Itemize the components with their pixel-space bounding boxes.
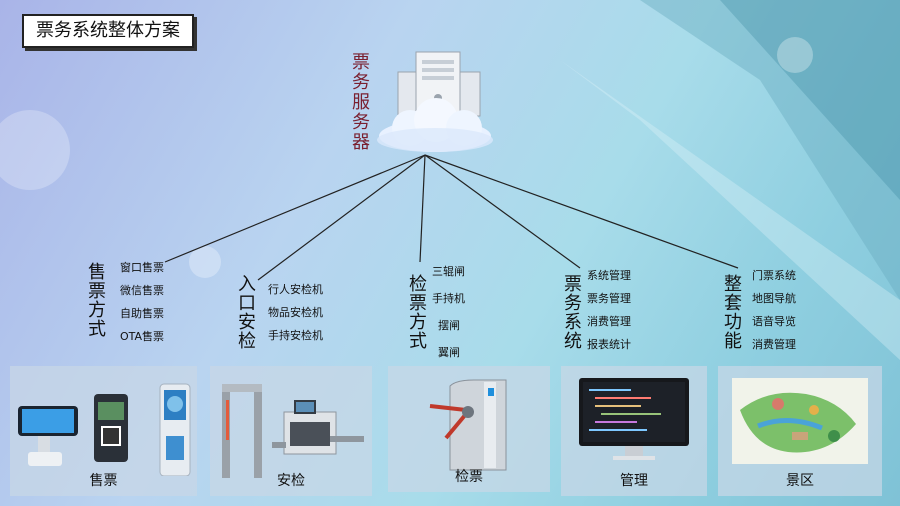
panel-scenic: 景区 [718,366,882,496]
list-item: 三辊闸 [432,265,465,278]
list-item: 地图导航 [752,292,796,305]
panel-label-scenic: 景区 [786,473,814,489]
list-item: 微信售票 [120,284,164,297]
group-items-gate: 三辊闸 手持机 摆闸 翼闸 [432,258,465,366]
panel-label-sales: 售票 [89,473,118,489]
server-cloud-icon [377,51,493,152]
panel-sales: 售票 [10,366,197,496]
monitor-icon [579,378,689,460]
list-item: 摆闸 [438,319,460,332]
list-item: 报表统计 [587,338,631,351]
list-item: 门票系统 [752,269,796,282]
group-items-security: 行人安检机 物品安检机 手持安检机 [268,278,323,347]
list-item: 消费管理 [752,338,796,351]
group-items-sales: 窗口售票 微信售票 自助售票 OTA售票 [120,256,164,348]
security-scanner-icon [222,384,364,478]
list-item: 手持安检机 [268,329,323,342]
list-item: 语音导览 [752,315,796,328]
list-item: 物品安检机 [268,306,323,319]
panel-label-security: 安检 [277,473,305,489]
list-item: OTA售票 [120,330,165,343]
list-item: 票务管理 [587,292,631,305]
line-to-sales [164,154,426,263]
group-items-system: 系统管理 票务管理 消费管理 报表统计 [587,264,631,356]
scenic-map-icon [732,378,868,464]
list-item: 翼闸 [438,346,460,359]
list-item: 消费管理 [587,315,631,328]
list-item: 系统管理 [587,269,631,282]
line-to-gate [419,154,426,263]
turnstile-icon [429,379,507,471]
ticket-terminal-icon [18,383,191,477]
group-title-features: 整套功能 [721,274,742,350]
page-title: 票务系统整体方案 [22,14,194,48]
group-title-sales: 售票方式 [85,262,106,338]
line-to-features [424,154,739,269]
panel-management: 管理 [561,366,707,496]
list-item: 自助售票 [120,307,164,320]
panel-security: 安检 [210,366,372,496]
list-item: 手持机 [432,292,465,305]
list-item: 窗口售票 [120,261,164,274]
panel-gate: 检票 [388,366,550,492]
list-item: 行人安检机 [268,283,323,296]
server-label: 票务服务器 [349,52,370,152]
group-title-gate: 检票方式 [406,274,427,350]
line-to-security [257,154,426,281]
group-title-system: 票务系统 [561,274,582,350]
group-title-security: 入口安检 [235,274,256,350]
line-to-system [424,154,581,269]
group-items-features: 门票系统 地图导航 语音导览 消费管理 [752,264,796,356]
panel-label-management: 管理 [620,473,648,489]
panel-label-gate: 检票 [455,469,483,485]
